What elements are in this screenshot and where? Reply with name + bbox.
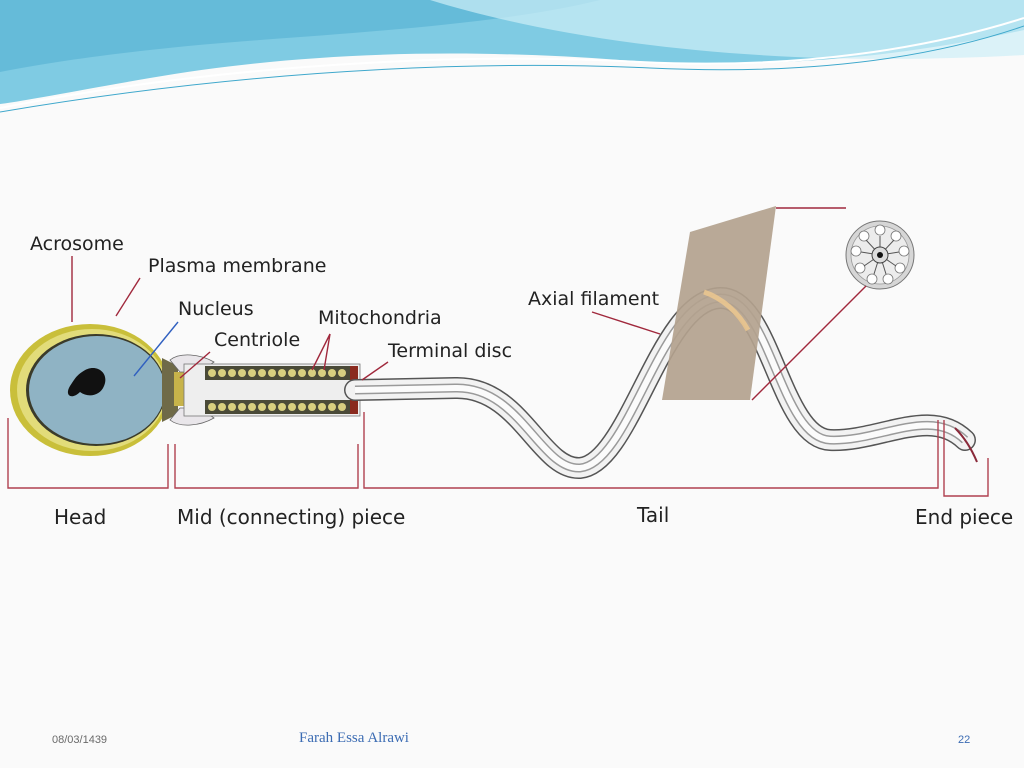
sperm-head	[10, 324, 170, 456]
axoneme-cross-section	[845, 220, 915, 290]
label-mitochondria: Mitochondria	[318, 307, 442, 329]
label-acrosome: Acrosome	[30, 233, 124, 255]
labels: Acrosome Plasma membrane Nucleus Centrio…	[30, 233, 1013, 529]
footer-author: Farah Essa Alrawi	[299, 730, 409, 746]
cross-section-plane	[662, 206, 776, 400]
label-nucleus: Nucleus	[178, 298, 254, 320]
header-wave-decoration	[0, 0, 1024, 113]
label-end-piece: End piece	[915, 505, 1013, 529]
mitochondria-beads	[208, 369, 346, 411]
label-terminal-disc: Terminal disc	[387, 340, 512, 362]
label-centriole: Centriole	[214, 329, 300, 351]
label-tail: Tail	[636, 503, 669, 527]
label-axial-filament: Axial filament	[528, 288, 659, 310]
footer-page-number: 22	[958, 734, 971, 746]
nucleus-chromatin	[67, 367, 106, 397]
footer-date: 08/03/1439	[52, 734, 108, 746]
label-head: Head	[54, 505, 106, 529]
label-plasma-membrane: Plasma membrane	[148, 255, 326, 277]
leader-lines	[71, 207, 867, 401]
midpiece	[183, 363, 361, 417]
section-brackets	[7, 412, 989, 497]
label-mid-piece: Mid (connecting) piece	[177, 505, 405, 529]
